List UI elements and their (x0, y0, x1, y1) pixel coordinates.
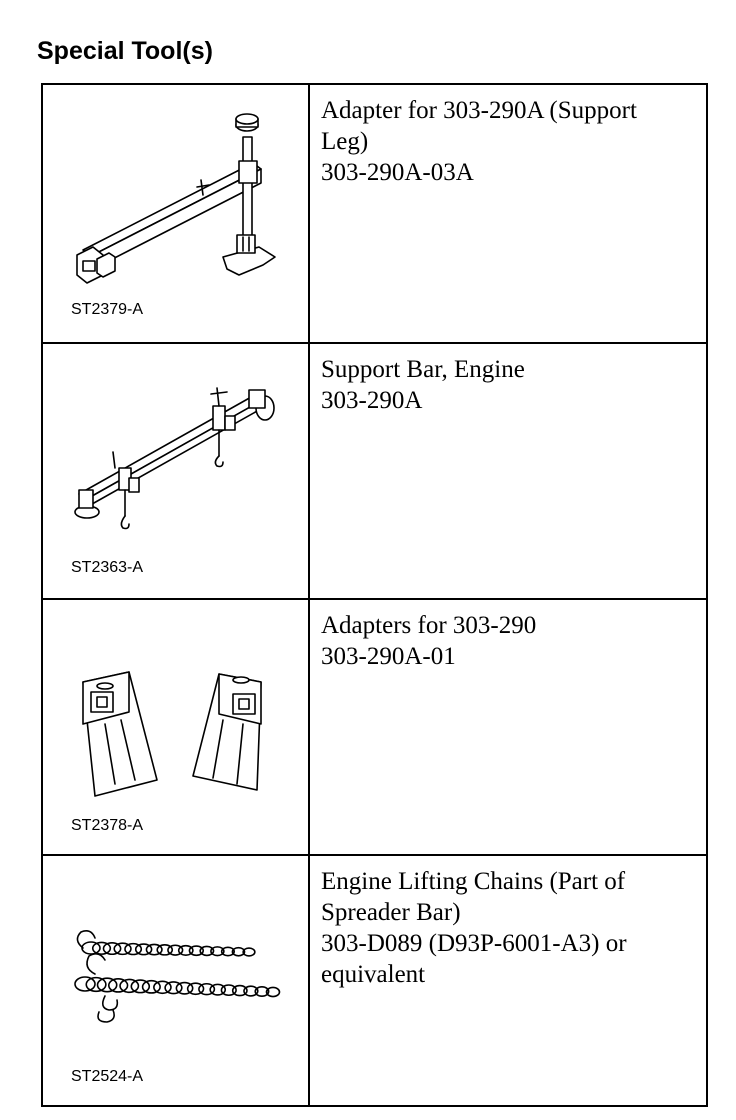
chain-link-icon (177, 944, 194, 956)
chain-link-icon (198, 982, 216, 996)
chain-link-icon (231, 984, 248, 997)
tool-image-cell: ST2363-A (43, 344, 310, 598)
tool-description-line: 303-290A-01 (321, 643, 456, 670)
tool-row-lifting-chains: ST2524-A Engine Lifting Chains (Part of … (43, 854, 706, 1107)
adapters-illustration (82, 671, 262, 797)
chain-link-icon (220, 984, 237, 997)
engine-support-bar-illustration (74, 387, 275, 530)
chain-link-icon (242, 947, 256, 957)
chain-link-icon (119, 978, 140, 994)
chain-link-icon (175, 981, 194, 995)
chain-link-icon (141, 979, 161, 994)
tool-image-cell: ST2379-A (43, 85, 310, 342)
tool-description: Support Bar, Engine 303-290A (321, 354, 701, 416)
chain-link-icon (188, 945, 205, 957)
tool-description: Adapter for 303-290A (Support Leg) 303-2… (321, 95, 701, 188)
chain-link-icon (209, 983, 227, 996)
tool-row-engine-support-bar: ST2363-A Support Bar, Engine 303-290A (43, 342, 706, 598)
chain-link-icon (153, 980, 172, 995)
chain-link-icon (210, 946, 225, 957)
tool-description-line: 303-290A-03A (321, 159, 474, 186)
support-leg-adapter-illustration (76, 113, 276, 284)
tool-image-code: ST2379-A (71, 301, 144, 318)
chain-link-icon (231, 946, 246, 957)
chain-link-icon (199, 945, 215, 957)
tool-description-line: 303-290A (321, 387, 423, 414)
tool-description-line: 303-D089 (D93P-6001-A3) or (321, 930, 627, 957)
chain-link-icon (164, 981, 183, 995)
chain-link-icon (107, 978, 129, 993)
chain-link-icon (102, 942, 122, 956)
tool-image-code: ST2524-A (71, 1068, 144, 1085)
tool-description: Engine Lifting Chains (Part of Spreader … (321, 866, 701, 990)
section-heading: Special Tool(s) (37, 37, 213, 65)
chain-link-icon (96, 977, 118, 993)
tool-description: Adapters for 303-290 303-290A-01 (321, 610, 701, 672)
lifting-chains-illustration (74, 930, 281, 1023)
special-tools-table: ST2379-A Adapter for 303-290A (Support L… (41, 83, 708, 1107)
chain-link-icon (156, 944, 174, 956)
tool-description-line: Support Bar, Engine (321, 356, 525, 383)
tool-row-adapters: ST2378-A Adapters for 303-290 303-290A-0… (43, 598, 706, 854)
tool-image-cell: ST2378-A (43, 600, 310, 854)
chain-link-icon (124, 942, 143, 956)
chain-link-icon (145, 943, 163, 956)
chain-link-icon (113, 942, 132, 956)
tool-description-line: equivalent (321, 961, 426, 988)
chain-link-icon (220, 946, 236, 957)
tool-row-support-leg-adapter: ST2379-A Adapter for 303-290A (Support L… (43, 85, 706, 342)
tool-description-line: Leg) (321, 128, 369, 155)
tool-description-line: Engine Lifting Chains (Part of (321, 868, 626, 895)
tool-description-line: Adapter for 303-290A (Support (321, 97, 637, 124)
tool-image-code: ST2363-A (71, 559, 144, 576)
chain-link-icon (85, 976, 107, 993)
chain-link-icon (130, 979, 151, 994)
chain-link-icon (254, 986, 270, 998)
tool-image-cell: ST2524-A (43, 856, 310, 1107)
tool-description-line: Adapters for 303-290 (321, 612, 537, 639)
chain-link-icon (243, 985, 259, 997)
chain-link-icon (91, 941, 112, 955)
chain-link-icon (186, 982, 205, 996)
chain-link-icon (134, 943, 153, 956)
chain-link-icon (167, 944, 184, 956)
chain-link-icon (265, 986, 281, 998)
tool-image-code: ST2378-A (71, 817, 144, 834)
tool-description-line: Spreader Bar) (321, 899, 461, 926)
chain-link-icon (74, 976, 96, 992)
